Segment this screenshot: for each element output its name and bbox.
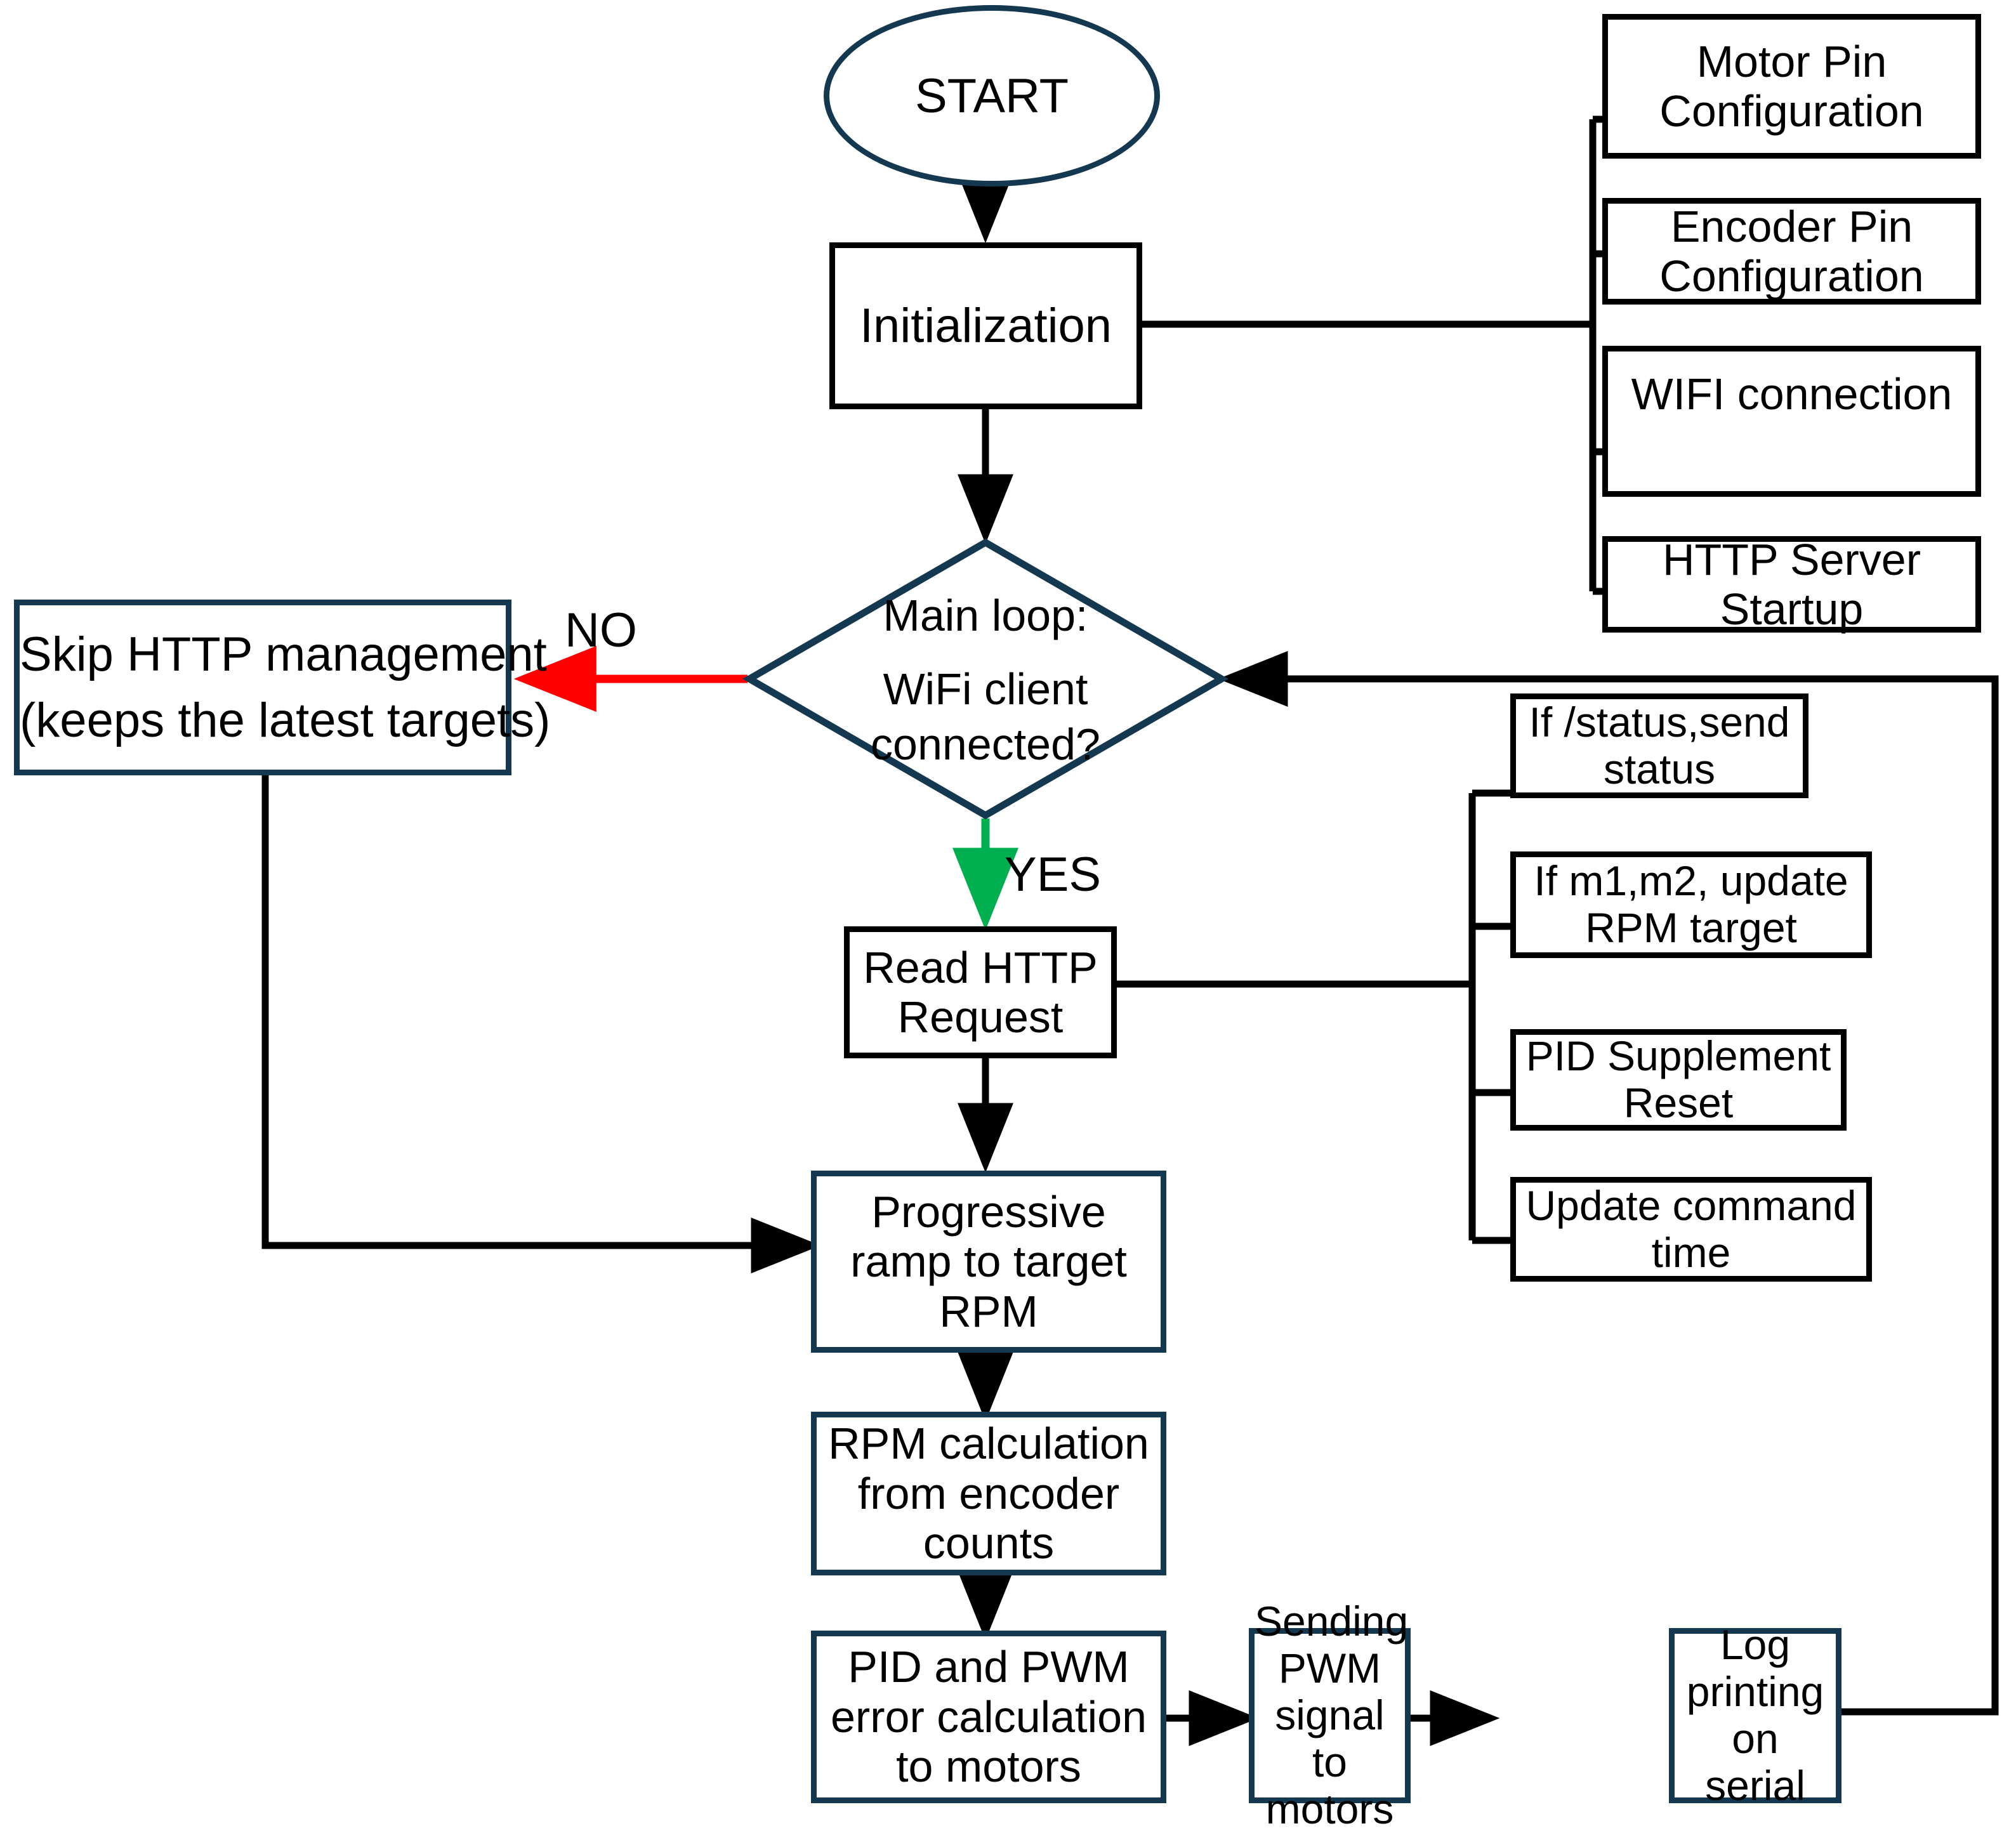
edge-label-yes: YES <box>1005 848 1102 902</box>
node-sending-pwm-line1: Sending PWM <box>1255 1598 1409 1692</box>
node-decision-line1: Main loop: <box>883 591 1088 641</box>
node-log-printing-line2: serial <box>1705 1761 1805 1809</box>
init-branch-box-2[interactable]: WIFI connection <box>1602 346 1981 497</box>
node-read-http-line1: Read HTTP <box>863 942 1098 992</box>
http-branch-box-1[interactable]: If m1,m2, update RPM target <box>1510 851 1872 958</box>
node-decision-line3: connected? <box>871 719 1100 770</box>
node-pid-pwm-line3: to motors <box>896 1742 1081 1792</box>
node-skip-http-line2: (keeps the latest targets) <box>20 693 551 747</box>
init-branch-box-3[interactable]: HTTP Server Startup <box>1602 534 1981 634</box>
node-progressive-ramp-line2: ramp to target <box>850 1237 1127 1287</box>
http-branch-box-1-line1: If m1,m2, update <box>1534 857 1848 905</box>
node-log-printing-line1: Log printing on <box>1686 1621 1824 1762</box>
init-branch-box-1-line1: Encoder Pin <box>1670 201 1913 251</box>
node-rpm-calculation-line3: counts <box>923 1518 1055 1568</box>
http-branch-box-3-line2: time <box>1651 1228 1731 1276</box>
http-branch-box-2-line1: PID Supplement <box>1525 1032 1831 1080</box>
node-pid-pwm-line1: PID and PWM <box>848 1642 1130 1692</box>
http-branch-box-3-line1: Update command <box>1525 1181 1857 1229</box>
node-read-http-line2: Request <box>897 992 1064 1042</box>
node-progressive-ramp-line1: Progressive <box>871 1186 1106 1237</box>
node-sending-pwm[interactable]: Sending PWM signal to motors <box>1249 1598 1411 1832</box>
init-branch-box-0-line2: Configuration <box>1659 86 1924 136</box>
init-branch-box-0-line1: Motor Pin <box>1696 36 1887 86</box>
init-branch-box-2-line1: WIFI connection <box>1631 369 1953 419</box>
node-sending-pwm-line3: motors <box>1265 1785 1394 1832</box>
edge-skiphttp-to-ramp <box>261 775 821 1273</box>
node-initialization-label: Initialization <box>859 298 1112 353</box>
init-branch-box-1-line2: Configuration <box>1659 251 1924 301</box>
http-branch-box-0-line2: status <box>1603 745 1716 792</box>
node-rpm-calculation[interactable]: RPM calculation from encoder counts <box>811 1412 1166 1575</box>
node-skip-http-management[interactable]: Skip HTTP management (keeps the latest t… <box>14 600 551 775</box>
init-branch-box-3-line1: HTTP Server <box>1662 534 1921 584</box>
node-sending-pwm-line2: signal to <box>1275 1692 1385 1785</box>
node-skip-http-line1: Skip HTTP management <box>20 627 547 682</box>
http-branch-box-1-line2: RPM target <box>1585 904 1797 951</box>
node-start-label: START <box>914 69 1069 123</box>
http-branch-box-3[interactable]: Update command time <box>1510 1177 1872 1282</box>
http-branch-box-2[interactable]: PID Supplement Reset <box>1510 1029 1847 1131</box>
node-pid-pwm-error[interactable]: PID and PWM error calculation to motors <box>811 1631 1166 1803</box>
http-branch-box-2-line2: Reset <box>1623 1079 1734 1126</box>
node-rpm-calculation-line1: RPM calculation <box>828 1419 1149 1469</box>
node-initialization[interactable]: Initialization <box>829 242 1142 409</box>
init-branch-box-3-line2: Startup <box>1720 584 1864 634</box>
init-branch-box-1[interactable]: Encoder Pin Configuration <box>1602 198 1981 305</box>
node-progressive-ramp-line3: RPM <box>939 1286 1038 1336</box>
init-branch-box-0[interactable]: Motor Pin Configuration <box>1602 14 1981 159</box>
edge-label-no: NO <box>565 603 637 657</box>
node-decision[interactable]: Main loop: WiFi client connected? <box>782 590 1189 771</box>
node-progressive-ramp[interactable]: Progressive ramp to target RPM <box>811 1171 1166 1353</box>
node-read-http-request[interactable]: Read HTTP Request <box>844 926 1117 1058</box>
http-branch-box-0[interactable]: If /status,send status <box>1510 693 1808 798</box>
http-branch-box-0-line1: If /status,send <box>1529 698 1790 746</box>
node-log-printing[interactable]: Log printing on serial <box>1669 1621 1841 1809</box>
node-decision-line2: WiFi client <box>883 664 1088 714</box>
node-pid-pwm-line2: error calculation <box>831 1692 1147 1742</box>
node-start[interactable]: START <box>824 5 1160 187</box>
node-rpm-calculation-line2: from encoder <box>857 1468 1120 1518</box>
